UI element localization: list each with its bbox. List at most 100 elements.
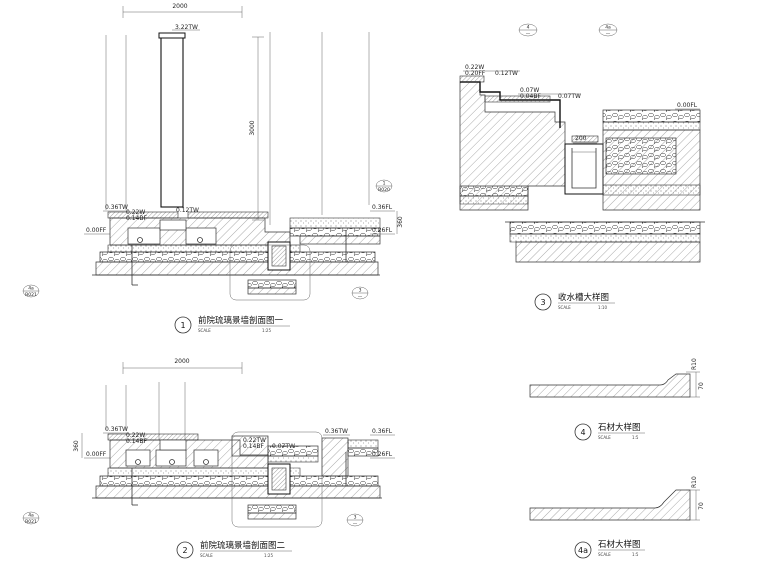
level-s3-007a: 0.07W xyxy=(520,87,539,94)
title-4-text: 石材大样图 xyxy=(598,422,641,433)
section-2-ref-3: 3 — xyxy=(346,513,364,527)
title-1-number: 1 xyxy=(180,321,185,330)
title-3-scale-value: 1:10 xyxy=(598,305,607,310)
title-4a-scale-value: 1:5 xyxy=(632,552,639,557)
level-s3-012: 0.12TW xyxy=(495,70,518,77)
level-s2-r036b: 0.36FL xyxy=(372,428,393,435)
side-ref-bottom: 4a B021 xyxy=(22,511,40,525)
glass-column: 3.22TW xyxy=(158,24,200,208)
dim-side-360-a: 360 xyxy=(397,216,404,228)
dimension-column-height: 3000 xyxy=(249,36,264,221)
title-4-number: 4 xyxy=(580,428,585,437)
level-s1-r026: 0.26FL xyxy=(372,227,393,234)
detail-3-ref-4: 4 — xyxy=(518,23,538,37)
stone-detail-4-drawing: 70 R10 xyxy=(529,358,705,398)
level-s2-l000: 0.00FF xyxy=(86,451,107,458)
ref-r4-top: 4 xyxy=(527,25,530,31)
title-4a-text: 石材大样图 xyxy=(598,539,641,550)
section-1-title-block: 1 前院琉璃景墙剖面图一 SCALE 1:25 xyxy=(174,315,290,334)
title-4-scale-label: SCALE xyxy=(598,435,611,440)
title-4a-number: 4a xyxy=(578,546,588,555)
section-2-pavement xyxy=(231,435,379,495)
section-2-guide-lines xyxy=(105,382,186,440)
level-s3-022: 0.22W xyxy=(465,64,484,71)
section-1-drawing: 2000 3.22TW 3000 xyxy=(22,3,404,301)
title-4-scale-value: 1:5 xyxy=(632,435,639,440)
dim-column-height-text: 3000 xyxy=(249,120,256,135)
level-s1-top: 3.22TW xyxy=(175,24,198,31)
section-2-title-block: 2 前院琉璃景墙剖面图二 SCALE 1:25 xyxy=(176,540,292,559)
section-2-levels-right: 0.36TW 0.36FL 0.26FL xyxy=(323,428,395,487)
drain-detail-title-block: 3 收水槽大样图 SCALE 1:10 xyxy=(534,292,615,311)
ref-r1-bot: B020 xyxy=(378,187,390,193)
level-s2-m014: 0.14BF xyxy=(243,443,264,450)
ref-r3b-bot: — xyxy=(353,522,358,527)
dimension-mid-width: 2000 xyxy=(122,358,243,374)
section-1-detail-callout xyxy=(229,244,311,301)
level-s1-l012: 0.12TW xyxy=(176,207,199,214)
title-4a-scale-label: SCALE xyxy=(598,552,611,557)
stone-detail-4a-drawing: 70 R10 xyxy=(529,476,705,521)
ref-side2-bot: B021 xyxy=(25,519,37,525)
section-1-ref-3: 3 — xyxy=(351,286,369,300)
level-s2-l036: 0.36TW xyxy=(105,426,128,433)
dim-stone-70-a: 70 xyxy=(698,382,705,390)
title-2-number: 2 xyxy=(182,546,187,555)
dim-stone-70-b: 70 xyxy=(698,502,705,510)
section-1-ref-b020: 1 B020 xyxy=(375,179,393,193)
dim-mid-width-text: 2000 xyxy=(174,358,189,365)
title-3-text: 收水槽大样图 xyxy=(558,292,609,303)
section-1-levels-right: 0.36FL 0.26FL 360 xyxy=(345,204,404,263)
stone-detail-4a-title-block: 4a 石材大样图 SCALE 1:5 xyxy=(574,539,645,559)
ref-side2-top: 4a xyxy=(28,513,34,519)
level-s2-l014: 0.14BF xyxy=(126,438,147,445)
section-2-detail-callout xyxy=(231,431,323,528)
level-s2-m022: 0.22TW xyxy=(243,437,266,444)
section-1-pavement xyxy=(267,217,381,271)
ref-r4-bot: — xyxy=(526,32,531,37)
ref-r3-top: 3 xyxy=(359,288,362,294)
level-s1-l022: 0.22W xyxy=(126,209,145,216)
dim-stone-r10-a: R10 xyxy=(691,358,698,370)
section-1-wall xyxy=(92,211,380,276)
title-1-scale-label: SCALE xyxy=(198,328,211,333)
ref-r1-top: 1 xyxy=(383,181,386,187)
section-2-levels-left: 0.36TW 0.22W 0.14BF 0.00FF 360 xyxy=(73,426,147,506)
level-s1-r036: 0.36FL xyxy=(372,204,393,211)
detail-3-ref-4a: 4a — xyxy=(598,23,618,37)
dim-top-width-text: 2000 xyxy=(172,3,187,10)
dimension-top-width: 2000 xyxy=(122,3,243,18)
ref-r4a-top: 4a xyxy=(605,25,611,31)
level-s2-r026: 0.26FL xyxy=(372,451,393,458)
level-s3-020: 0.20FF xyxy=(465,70,486,77)
drain-detail-drawing: 4 — 4a — 200 0.22W xyxy=(459,23,705,263)
side-ref-top: 4a B021 xyxy=(22,284,40,298)
dim-slot-200: 200 xyxy=(575,135,587,142)
level-s1-l014: 0.14BF xyxy=(126,215,147,222)
ref-side1-bot: B021 xyxy=(25,292,37,298)
ref-r3b-top: 3 xyxy=(354,515,357,521)
section-1-guide-lines xyxy=(105,32,370,225)
title-1-text: 前院琉璃景墙剖面图一 xyxy=(198,315,284,326)
level-s2-l022: 0.22W xyxy=(126,432,145,439)
section-2-levels-mid: 0.22TW 0.14BF 0.07TW xyxy=(243,437,295,450)
level-s3-004: 0.04BF xyxy=(520,93,541,100)
section-1-levels-left: 0.36TW 0.22W 0.14BF 0.12TW 0.00FF xyxy=(84,204,199,286)
dim-stone-r10-b: R10 xyxy=(691,476,698,488)
level-s1-l036: 0.36TW xyxy=(105,204,128,211)
title-3-number: 3 xyxy=(540,298,545,307)
level-s2-m007: 0.07TW xyxy=(272,443,295,450)
title-2-scale-label: SCALE xyxy=(200,553,213,558)
title-2-scale-value: 1:25 xyxy=(264,553,273,558)
stone-detail-4-title-block: 4 石材大样图 SCALE 1:5 xyxy=(574,422,645,441)
level-s3-000: 0.00FL xyxy=(677,102,698,109)
ref-r4a-bot: — xyxy=(606,32,611,37)
ref-side1-top: 4a xyxy=(28,286,34,292)
title-1-scale-value: 1:25 xyxy=(262,328,271,333)
level-s3-007b: 0.07TW xyxy=(558,93,581,100)
dim-side-360-b: 360 xyxy=(73,440,80,452)
section-2-drawing: 2000 xyxy=(22,358,395,528)
ref-r3-bot: — xyxy=(358,295,363,300)
level-s1-l000: 0.00FF xyxy=(86,227,107,234)
